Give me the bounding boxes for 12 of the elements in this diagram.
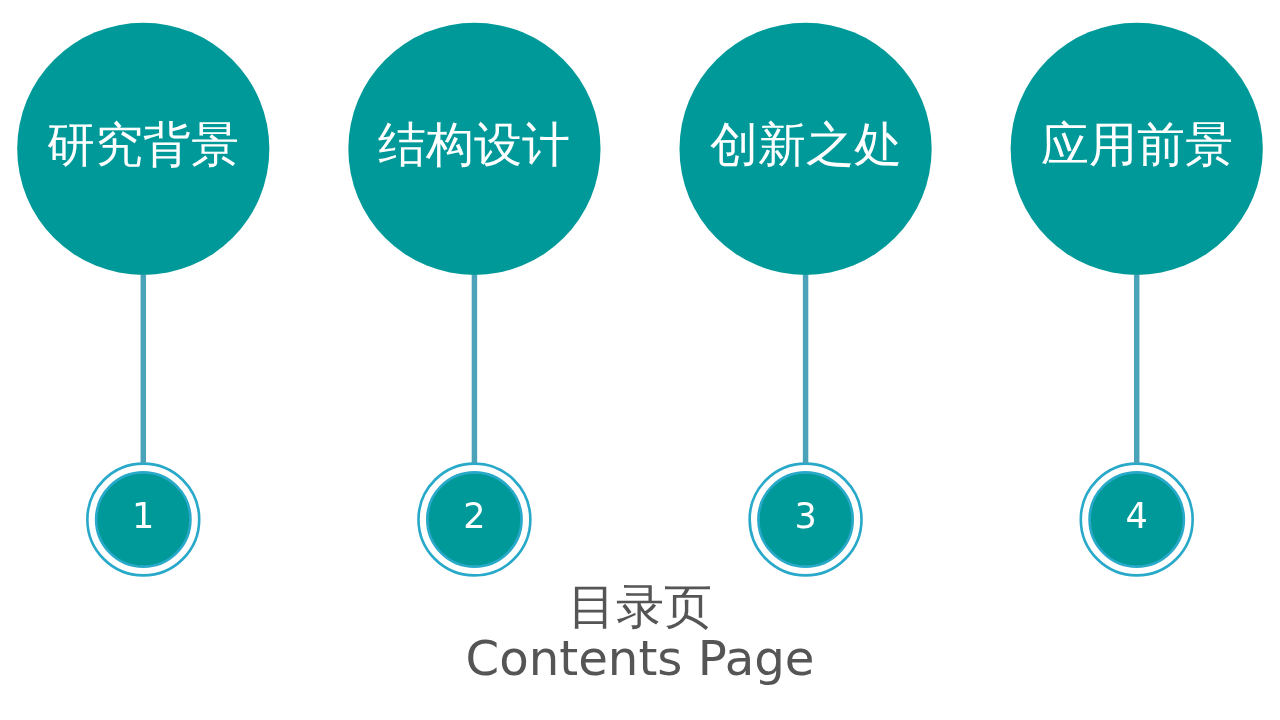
node-circle: 应用前景 xyxy=(1010,22,1263,275)
node-circle: 研究背景 xyxy=(17,22,270,275)
connector xyxy=(1134,274,1140,463)
connector xyxy=(471,274,478,463)
connector xyxy=(140,274,146,463)
node-circle: 3 xyxy=(748,461,863,577)
node-circle: 2 xyxy=(417,461,532,577)
node-circle: 结构设计 xyxy=(348,22,601,275)
node-circle: 创新之处 xyxy=(679,22,932,275)
node-circle: 1 xyxy=(86,461,201,577)
node-circle: 4 xyxy=(1079,461,1194,577)
connector xyxy=(802,274,809,463)
